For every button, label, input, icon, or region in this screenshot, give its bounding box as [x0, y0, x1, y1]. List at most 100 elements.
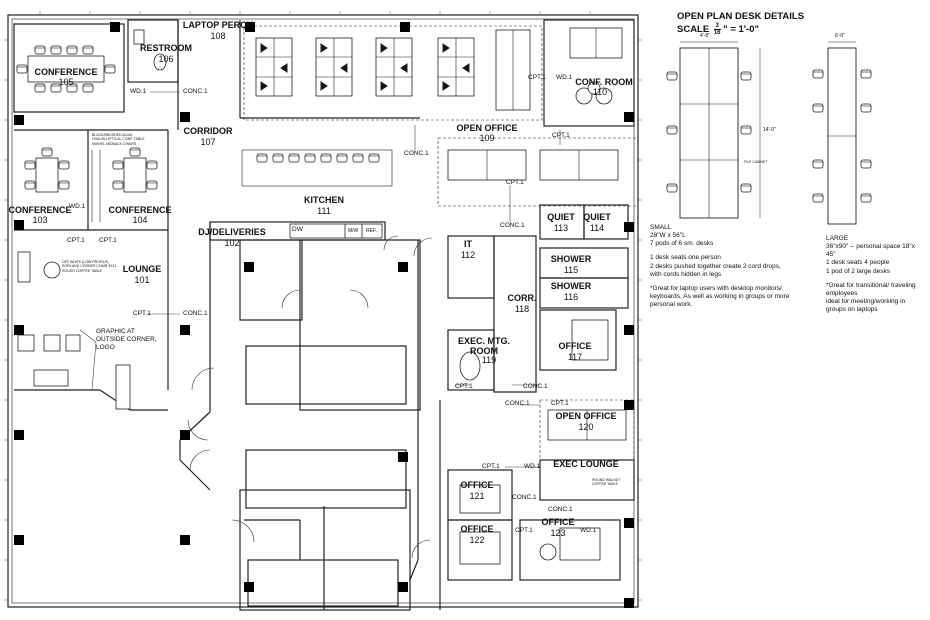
room-number-107: 107	[200, 137, 216, 147]
room-label-office-121: OFFICE	[460, 480, 494, 490]
room-number-122: 122	[469, 535, 485, 545]
tag-cpt: CPT.1	[67, 237, 85, 244]
room-label-exec-mtg: EXEC. MTG. ROOM	[458, 336, 511, 357]
room-number-108: 108	[210, 31, 226, 41]
room-label-exec-lounge: EXEC LOUNGE	[553, 459, 619, 469]
scale-suffix: " = 1'-0"	[723, 24, 759, 36]
kitchen-counter	[289, 223, 383, 239]
tag-dw: DW	[292, 226, 303, 233]
open-office-120-desks	[547, 409, 627, 441]
tag-wd: WD.1	[556, 74, 573, 81]
large-desk-line: 1 desk seats 4 people	[826, 259, 890, 267]
room-label-kitchen: KITCHEN	[304, 195, 344, 205]
room-label-it: IT	[464, 239, 472, 249]
tag-leaders	[79, 91, 561, 468]
room-number-119: 119	[481, 355, 497, 365]
small-desk-line: with cords hidden in legs	[650, 270, 722, 278]
desk-detail-small	[666, 41, 761, 219]
tag-conc: CONC.1	[512, 494, 537, 501]
tag-cpt: CPT.1	[506, 179, 524, 186]
room-number-106: 106	[158, 54, 174, 64]
tag-cpt: CPT.1	[552, 132, 570, 139]
small-desk-line: 1 desk seats one person	[650, 254, 721, 262]
room-label-open-office-120: OPEN OFFICE	[555, 411, 617, 421]
scale-prefix: SCALE	[677, 24, 710, 36]
open-office-109	[243, 25, 543, 121]
structural-columns	[14, 22, 634, 608]
room-number-123: 123	[550, 528, 566, 538]
details-scale: SCALE 3 16 " = 1'-0"	[677, 23, 759, 36]
tag-wd: WD.1	[130, 88, 147, 95]
restroom-fixtures	[133, 29, 167, 71]
room-label-office-117: OFFICE	[558, 341, 592, 351]
room-label-corridor: CORRIDOR	[183, 126, 233, 136]
desk-detail-large	[812, 41, 872, 225]
tag-cpt: CPT.1	[515, 527, 533, 534]
room-number-117: 117	[567, 352, 583, 362]
small-desk-line: SMALL	[650, 224, 672, 231]
tag-conc: CONC.1	[548, 506, 573, 513]
room-number-104: 104	[132, 215, 148, 225]
room-number-105: 105	[58, 77, 74, 87]
small-desk-line: personal work.	[650, 301, 693, 308]
tag-cpt: CPT.1	[455, 383, 473, 390]
room-label-office-123: OFFICE	[541, 517, 575, 527]
room-label-shower-115: SHOWER	[550, 254, 592, 264]
conference-104-furniture	[112, 147, 158, 193]
kitchen-stools	[256, 153, 380, 163]
small-width-dim: 4'-8"	[700, 33, 710, 39]
small-desk-line: 7 pods of 6 sm. desks	[650, 240, 714, 248]
exec-mtg-table	[459, 351, 481, 381]
small-length-dim: 14'-0"	[763, 127, 776, 133]
room-number-120: 120	[578, 422, 594, 432]
room-label-deliveries: DJ/DELIVERIES	[198, 227, 266, 237]
lounge-furniture	[17, 251, 131, 410]
lounge-furniture-note: OFF WHITE (LOW PROFILE) SOFA AND CORNER …	[62, 260, 117, 273]
room-number-114: 114	[589, 223, 605, 233]
scale-denominator: 16	[713, 30, 721, 36]
room-label-conference-103: CONFERENCE	[8, 205, 72, 215]
right-core-walls	[439, 204, 635, 610]
core-walls	[177, 20, 421, 611]
room-number-116: 116	[563, 292, 579, 302]
small-desk-line: 28"W x 56"L	[650, 232, 686, 240]
room-number-103: 103	[32, 215, 48, 225]
large-desk-line: 1 pod of 2 large desks	[826, 267, 890, 275]
large-desk-line: *Great for transitional/ traveling emplo…	[826, 281, 916, 297]
tag-cpt: CPT.1	[99, 237, 117, 244]
office-furniture	[459, 319, 609, 565]
room-label-quiet-113: QUIET	[547, 212, 575, 222]
room-label-quiet-114: QUIET	[583, 212, 611, 222]
tag-cpt: CPT.1	[133, 310, 151, 317]
tag-wd: WD.1	[524, 463, 541, 470]
details-title: OPEN PLAN DESK DETAILS	[677, 11, 805, 22]
room-number-112: 112	[460, 250, 476, 260]
small-desk-line: *Great for laptop users with desktop mon…	[650, 284, 782, 292]
tag-mw: M/W	[348, 228, 359, 234]
tag-conc: CONC.1	[183, 88, 208, 95]
room-label-shower-116: SHOWER	[550, 281, 592, 291]
large-desk-description: LARGE 36"x90" -- personal space 18"x 45"…	[826, 235, 926, 314]
file-cabinet-note: FILE CABINET	[744, 160, 768, 164]
tag-ref: REF.	[366, 228, 377, 234]
conf104-furniture-note: BLACK/BRUSHED ALUM. OVAL/ELLIPTICAL CONF…	[92, 133, 145, 146]
large-width-dim: 6'-0"	[835, 33, 845, 39]
tag-wd: WD.1	[580, 527, 597, 534]
tag-conc: CONC.1	[523, 383, 548, 390]
large-desk-line: LARGE	[826, 235, 849, 242]
room-number-118: 118	[514, 304, 530, 314]
room-label-open-office-109: OPEN OFFICE	[456, 123, 518, 133]
tag-conc: CONC.1	[404, 150, 429, 157]
room-label-conference-105: CONFERENCE	[34, 67, 98, 77]
room-label-laptop-perch: LAPTOP PERCH	[182, 20, 254, 30]
room-number-102: 102	[224, 238, 240, 248]
tag-conc: CONC.1	[500, 222, 525, 229]
conf-room-110	[543, 19, 635, 127]
room-label-office-122: OFFICE	[460, 524, 494, 534]
room-number-101: 101	[134, 275, 150, 285]
room-label-corr-118: CORR.	[507, 293, 537, 303]
scale-numerator: 3	[713, 23, 721, 30]
tag-wd: WD.1	[69, 203, 86, 210]
tag-conc: CONC.1	[505, 400, 530, 407]
